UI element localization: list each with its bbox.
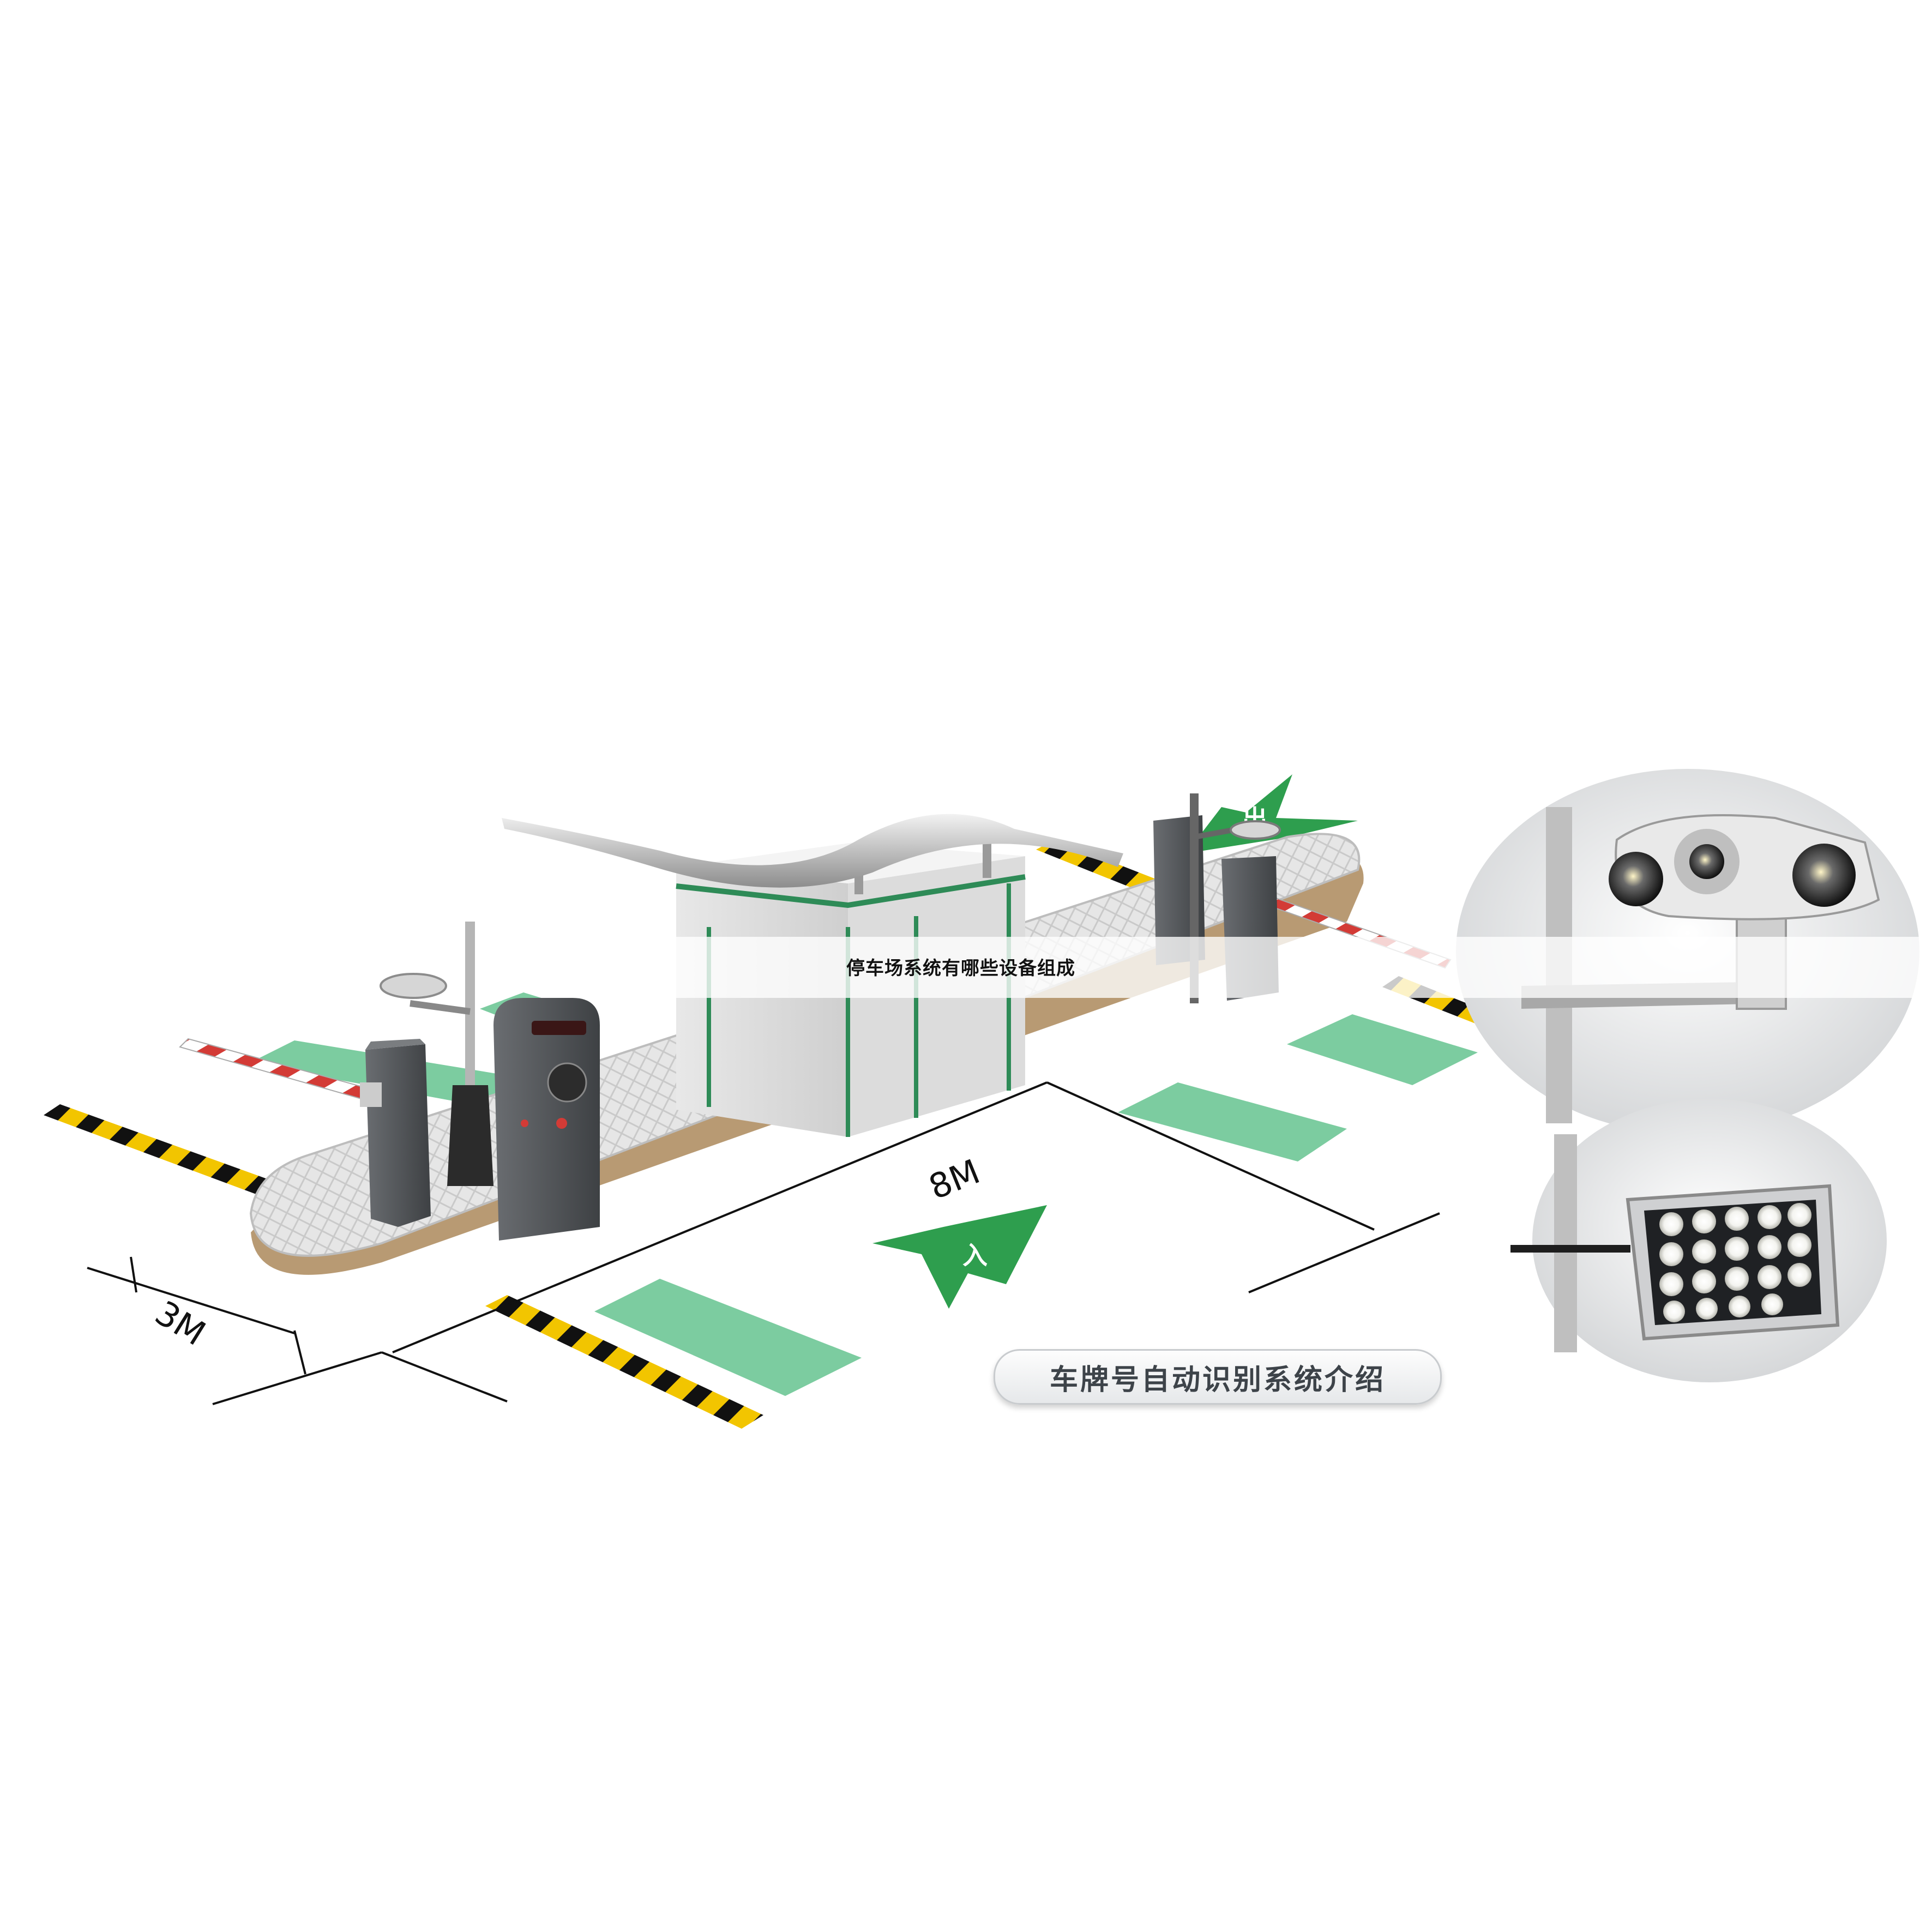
lane-width-label: 3M (148, 1293, 213, 1353)
floodlight-inset (1510, 1099, 1887, 1382)
ticket-machine-icon (493, 998, 600, 1241)
barrier-gate-icon (360, 1039, 431, 1227)
entry-arrow-label: 入 (962, 1241, 988, 1270)
camera-pole-front (380, 922, 493, 1186)
led-floodlight-icon (1626, 1184, 1840, 1341)
caption-text: 车牌号自动识别系统介绍 (1049, 1363, 1386, 1397)
title-banner (676, 937, 1932, 998)
lane-length-label: 8M (923, 1151, 985, 1207)
camera-icon (1609, 814, 1880, 920)
page-title: 停车场系统有哪些设备组成 (846, 958, 1075, 979)
dimension-lines (87, 1081, 1440, 1405)
caption-pill: 车牌号自动识别系统介绍 (994, 1349, 1442, 1405)
entry-arrow-icon: 入 (872, 1205, 1047, 1309)
booth-icon (502, 814, 1123, 1137)
